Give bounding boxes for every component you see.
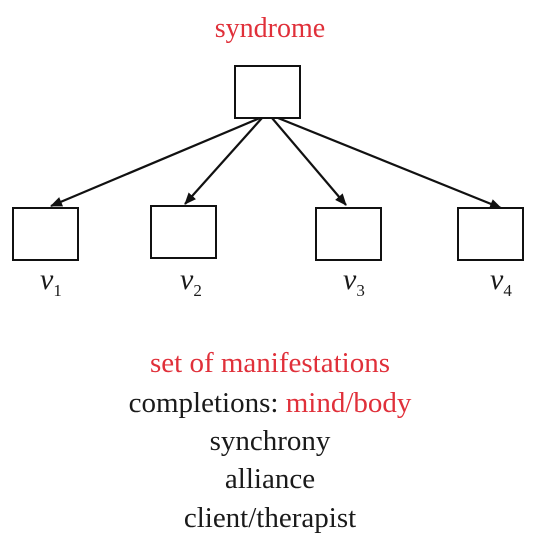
leaf-label-v1: v1 bbox=[40, 263, 62, 300]
caption-line-alliance: alliance bbox=[225, 463, 315, 495]
leaf-label-v1-sub: 1 bbox=[53, 281, 62, 300]
leaf-label-v3-sub: 3 bbox=[356, 281, 365, 300]
leaf-node-box-v2 bbox=[150, 205, 217, 259]
edge-root-v1 bbox=[50, 116, 261, 208]
leaf-node-box-v1 bbox=[12, 207, 79, 261]
leaf-label-v3-base: v bbox=[343, 263, 357, 296]
leaf-node-box-v3 bbox=[315, 207, 382, 261]
leaf-label-v4-base: v bbox=[490, 263, 504, 296]
leaf-node-box-v4 bbox=[457, 207, 524, 261]
leaf-label-v2: v2 bbox=[180, 263, 202, 300]
caption-line-completions: completions: mind/body bbox=[129, 387, 412, 419]
leaf-label-v2-sub: 2 bbox=[193, 281, 202, 300]
caption-completions-highlight: mind/body bbox=[286, 387, 412, 419]
leaf-label-v1-base: v bbox=[40, 263, 54, 296]
leaf-label-v2-base: v bbox=[180, 263, 194, 296]
caption-line-client-therapist: client/therapist bbox=[184, 502, 356, 534]
leaf-label-v4-sub: 4 bbox=[503, 281, 512, 300]
caption-completions-prefix: completions: bbox=[129, 387, 286, 419]
diagram-title: syndrome bbox=[215, 13, 325, 44]
edge-root-v4 bbox=[277, 116, 502, 210]
edge-root-v2 bbox=[184, 117, 263, 205]
caption-line-synchrony: synchrony bbox=[210, 425, 331, 457]
leaf-label-v4: v4 bbox=[490, 263, 512, 300]
caption-line-manifestations: set of manifestations bbox=[150, 347, 390, 379]
leaf-label-v3: v3 bbox=[343, 263, 365, 300]
root-node-box bbox=[234, 65, 301, 119]
edge-root-v3 bbox=[271, 117, 347, 206]
